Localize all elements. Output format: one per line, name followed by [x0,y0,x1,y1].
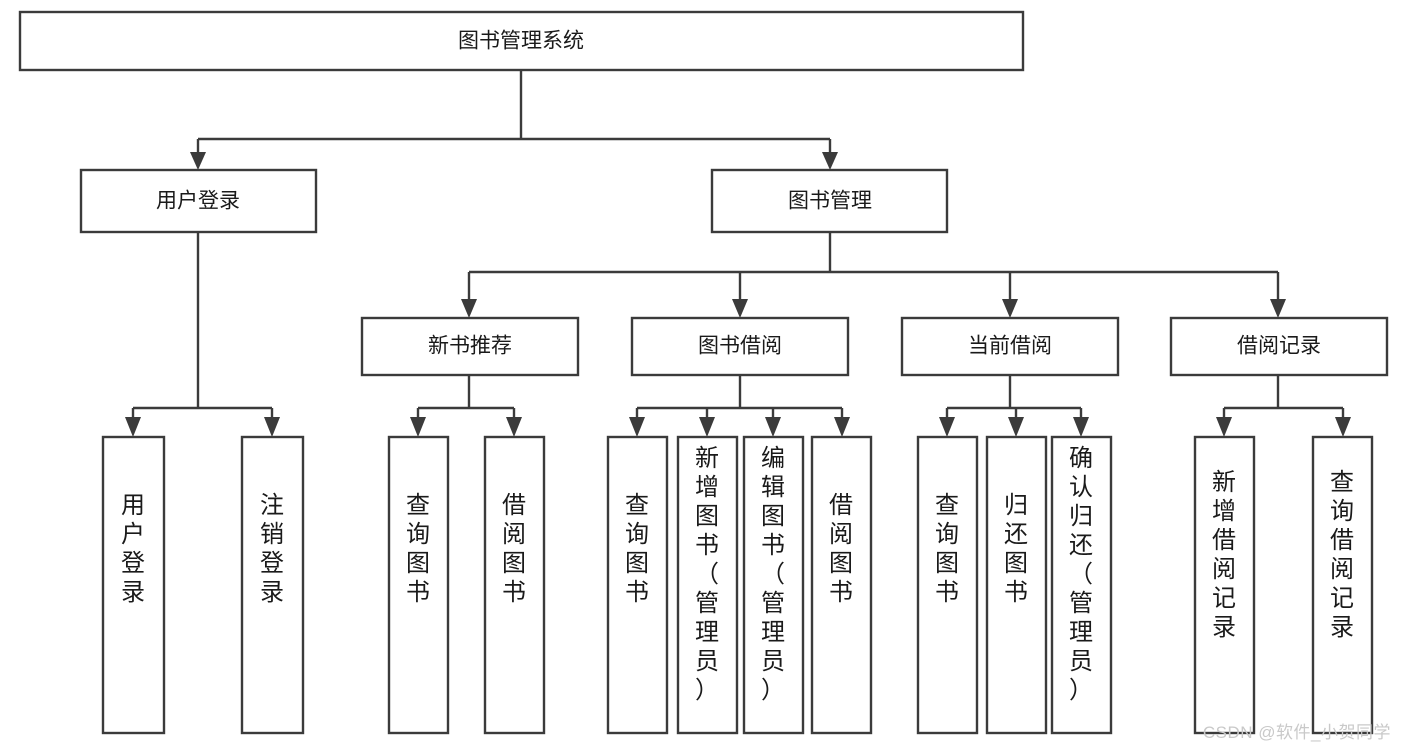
node-book-borrow-box[interactable] [630,316,850,377]
arrowhead-leaf-query-book-3 [939,417,955,437]
arrowhead-leaf-return-book [1008,417,1024,437]
node-root-label: 图书管理系统 [458,30,584,53]
leaf-add-book[interactable]: 新增图书（管理员） [676,435,739,735]
leaf-query-record-label: 查询借阅记录 [1330,469,1354,641]
leaf-return-book-label: 归还图书 [1004,492,1028,606]
arrowhead-book-manage [822,152,838,170]
leaf-add-book-label: 新增图书（管理员） [695,445,719,704]
leaf-borrow-book-2[interactable]: 借阅图书 [810,435,873,735]
leaf-query-book-2[interactable]: 查询图书 [606,435,669,735]
leaf-query-book-3-box[interactable] [916,435,979,735]
node-user-login-box[interactable] [79,168,318,234]
arrowhead-bookborrow [732,299,748,318]
node-current-borrow[interactable]: 当前借阅 [900,316,1120,377]
node-current-borrow-box[interactable] [900,316,1120,377]
arrowhead-borrowrecord [1270,299,1286,318]
leaf-query-book-1[interactable]: 查询图书 [387,435,450,735]
node-borrow-record[interactable]: 借阅记录 [1169,316,1389,377]
node-new-book-recommend[interactable]: 新书推荐 [360,316,580,377]
node-book-manage-box[interactable] [710,168,949,234]
leaf-query-book-3-label: 查询图书 [935,492,959,606]
arrowhead-leaf-user-logout [264,417,280,437]
node-root[interactable]: 图书管理系统 [18,10,1025,72]
leaf-edit-book-label: 编辑图书（管理员） [761,445,785,704]
arrowhead-currentborrow [1002,299,1018,318]
leaf-query-book-2-label: 查询图书 [625,492,649,606]
leaf-return-book-box[interactable] [985,435,1048,735]
leaf-query-book-3[interactable]: 查询图书 [916,435,979,735]
leaf-edit-book[interactable]: 编辑图书（管理员） [742,435,805,735]
leaf-borrow-book-1-box[interactable] [483,435,546,735]
arrowhead-leaf-confirm-return [1073,417,1089,437]
leaf-borrow-book-2-box[interactable] [810,435,873,735]
arrowhead-leaf-borrow-book-1 [506,417,522,437]
node-book-manage-label: 图书管理 [788,190,872,213]
leaf-confirm-return-box[interactable] [1050,435,1113,735]
leaf-add-book-box[interactable] [676,435,739,735]
leaf-user-login-box[interactable] [101,435,166,735]
leaf-add-record-box[interactable] [1193,435,1256,735]
leaf-query-book-1-label: 查询图书 [406,492,430,606]
node-book-manage[interactable]: 图书管理 [710,168,949,234]
connector-layer [125,70,1351,437]
arrowhead-leaf-add-record [1216,417,1232,437]
leaf-user-logout[interactable]: 注销登录 [240,435,305,735]
leaf-confirm-return-label: 确认归还（管理员） [1069,445,1093,704]
leaf-return-book[interactable]: 归还图书 [985,435,1048,735]
node-new-book-recommend-box[interactable] [360,316,580,377]
node-current-borrow-label: 当前借阅 [968,335,1052,358]
leaf-user-logout-label: 注销登录 [260,492,284,606]
node-borrow-record-box[interactable] [1169,316,1389,377]
leaf-user-login-label: 用户登录 [121,492,145,606]
node-root-box[interactable] [18,10,1025,72]
leaf-confirm-return[interactable]: 确认归还（管理员） [1050,435,1113,735]
csdn-watermark: CSDN @软件_小贺同学 [1202,723,1391,742]
arrowhead-newbook [461,299,477,318]
node-borrow-record-label: 借阅记录 [1237,335,1321,358]
arrowhead-leaf-query-book-1 [410,417,426,437]
leaf-borrow-book-1-label: 借阅图书 [502,492,526,606]
node-book-borrow-label: 图书借阅 [698,335,782,358]
leaf-borrow-book-2-label: 借阅图书 [829,492,853,606]
arrowhead-leaf-add-book [699,417,715,437]
leaf-user-logout-box[interactable] [240,435,305,735]
node-user-login[interactable]: 用户登录 [79,168,318,234]
leaf-add-record-label: 新增借阅记录 [1212,469,1236,641]
arrowhead-leaf-borrow-book-2 [834,417,850,437]
leaf-user-login[interactable]: 用户登录 [101,435,166,735]
leaf-query-book-1-box[interactable] [387,435,450,735]
leaf-edit-book-box[interactable] [742,435,805,735]
arrowhead-leaf-query-book-2 [629,417,645,437]
arrowhead-leaf-edit-book [765,417,781,437]
leaf-add-record[interactable]: 新增借阅记录 [1193,435,1256,735]
arrowhead-leaf-user-login [125,417,141,437]
leaf-query-book-2-box[interactable] [606,435,669,735]
node-user-login-label: 用户登录 [156,190,240,213]
arrowhead-user-login [190,152,206,170]
leaf-query-record[interactable]: 查询借阅记录 [1311,435,1374,735]
arrowhead-leaf-query-record [1335,417,1351,437]
leaf-query-record-box[interactable] [1311,435,1374,735]
leaf-borrow-book-1[interactable]: 借阅图书 [483,435,546,735]
node-new-book-recommend-label: 新书推荐 [428,335,512,358]
node-book-borrow[interactable]: 图书借阅 [630,316,850,377]
